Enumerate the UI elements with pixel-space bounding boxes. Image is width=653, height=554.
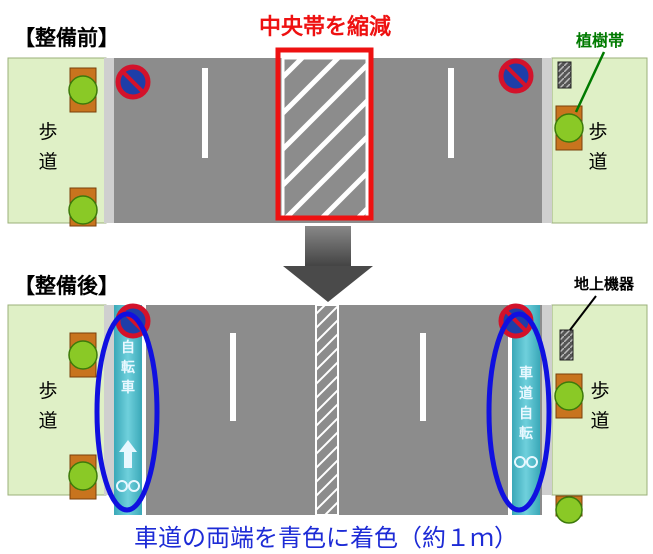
- after-label: 【整備後】: [14, 274, 119, 298]
- lane-marking: [230, 333, 236, 421]
- no-parking-sign-icon: [115, 64, 151, 100]
- sidewalk-char-2: 道: [38, 410, 57, 432]
- lane-edge-line: [142, 305, 146, 515]
- bike-lane-highlight-right: [486, 311, 552, 513]
- lane-edge-line: [508, 305, 512, 515]
- ground-equipment-label: 地上機器: [574, 275, 635, 293]
- bike-lane-left-char: 転: [121, 359, 135, 376]
- lane-marking: [420, 333, 426, 421]
- planting-strip-leader: [574, 51, 606, 113]
- median-hatched-before: [281, 56, 369, 220]
- lane-marking: [202, 68, 208, 158]
- bicycle-icon: [514, 456, 538, 468]
- median-reduction-label: 中央帯を縮減: [259, 14, 391, 40]
- lane-marking: [448, 68, 454, 158]
- planter-left-after-top: [68, 332, 98, 378]
- before-section: 歩 道 歩 道 【整備前】 中央帯を縮減 植樹帯: [7, 14, 648, 227]
- bike-lane-right-char: 自: [519, 405, 533, 422]
- sidewalk-char-1: 歩: [38, 121, 57, 143]
- ground-equipment-before: [557, 61, 572, 89]
- bike-lane-right-char: 転: [519, 425, 533, 442]
- planter-left-bottom: [68, 187, 98, 227]
- planter-left-after-bottom: [68, 454, 98, 500]
- bike-lane-right: [512, 305, 540, 515]
- bike-lane-left: [114, 305, 142, 515]
- bike-lane-right-char: 道: [519, 385, 533, 402]
- left-curb-after: [104, 305, 114, 495]
- bike-arrow-icon: [119, 440, 137, 468]
- planting-strip-label: 植樹帯: [575, 31, 624, 50]
- sidewalk-char-2: 道: [38, 151, 57, 173]
- sidewalk-char-1: 歩: [38, 380, 57, 402]
- bike-lane-right-char: 車: [519, 365, 533, 382]
- left-curb-before: [104, 58, 114, 223]
- after-section: 自 転 車 車 道 自 転: [7, 274, 648, 524]
- median-hatched-after: [315, 304, 339, 516]
- bicycle-icon: [116, 480, 140, 492]
- sidewalk-char-2: 道: [590, 410, 609, 432]
- ground-equipment-after: [559, 329, 574, 361]
- sidewalk-char-2: 道: [588, 151, 607, 173]
- bike-lane-highlight-left: [94, 311, 160, 513]
- median-highlight-box: [275, 47, 374, 221]
- ground-equipment-leader: [569, 295, 597, 331]
- planter-left-top: [68, 67, 98, 113]
- no-parking-sign-icon: [498, 58, 534, 94]
- before-label: 【整備前】: [14, 26, 119, 50]
- planter-right-before: [554, 105, 584, 151]
- sidewalk-char-1: 歩: [590, 380, 609, 402]
- bike-lane-left-char: 自: [121, 339, 135, 356]
- planter-right-after-bottom: [555, 495, 583, 524]
- down-arrow-icon: [283, 226, 373, 302]
- planter-right-after-top: [554, 373, 584, 419]
- bottom-caption: 車道の両端を青色に着色（約１ｍ）: [134, 524, 518, 552]
- right-curb-before: [542, 58, 552, 223]
- sidewalk-char-1: 歩: [588, 121, 607, 143]
- bike-lane-left-char: 車: [121, 379, 135, 396]
